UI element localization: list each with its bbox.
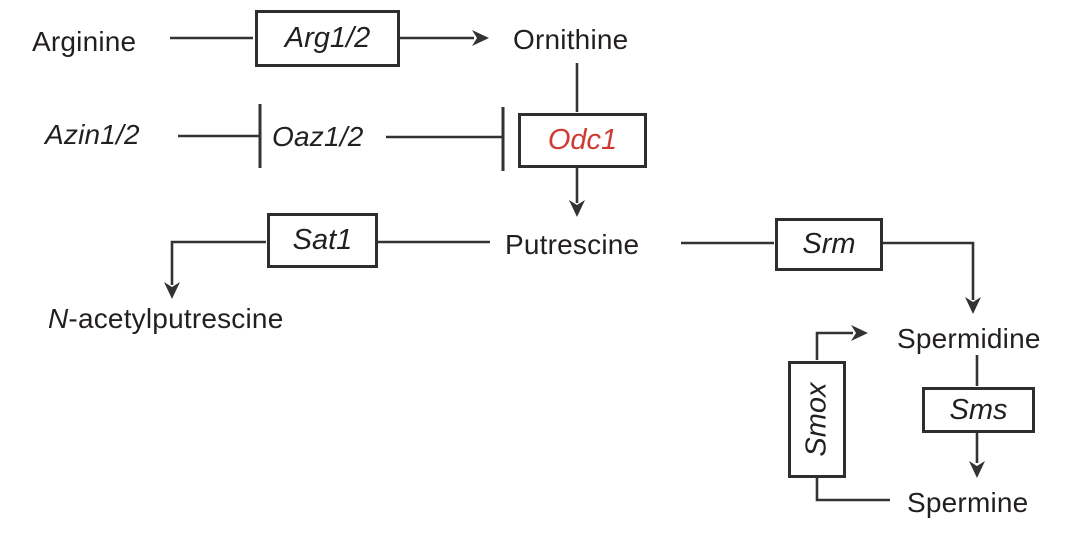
enzyme-box-sat1: Sat1 [267,213,378,268]
metabolite-ornithine: Ornithine [513,24,629,55]
metabolite-arginine: Arginine [32,26,137,57]
arrow-arg12-to-ornithine [400,30,489,46]
metabolite-n-acetylputrescine: N-acetylputrescine [48,303,283,335]
arrow-sat1-to-n-acetylputrescine [164,240,266,299]
enzyme-box-arg1-2: Arg1/2 [255,10,400,67]
arrow-srm-to-spermidine [883,241,981,314]
arrow-odc1-to-putrescine [569,168,585,217]
gene-oaz1-2: Oaz1/2 [272,121,364,152]
arrow-sms-to-spermine [969,433,985,478]
inhibitor-azin12-to-oaz12 [178,104,262,168]
enzyme-box-smox: Smox [788,361,846,478]
enzyme-box-odc1: Odc1 [518,113,647,168]
enzyme-box-srm: Srm [775,218,883,271]
line-spermine-to-smox [815,478,890,502]
arrow-smox-to-spermidine [815,325,868,360]
metabolite-spermine: Spermine [907,487,1029,518]
enzyme-box-sms: Sms [922,387,1035,433]
smox-rotated-label: Smox [800,382,833,457]
inhibitor-oaz12-to-odc1 [386,107,505,171]
n-acetylputrescine-italic-n: N [48,303,69,334]
metabolite-putrescine: Putrescine [505,229,640,260]
n-acetylputrescine-rest: -acetylputrescine [68,303,284,334]
metabolite-spermidine: Spermidine [897,323,1041,354]
gene-azin1-2: Azin1/2 [45,119,140,150]
